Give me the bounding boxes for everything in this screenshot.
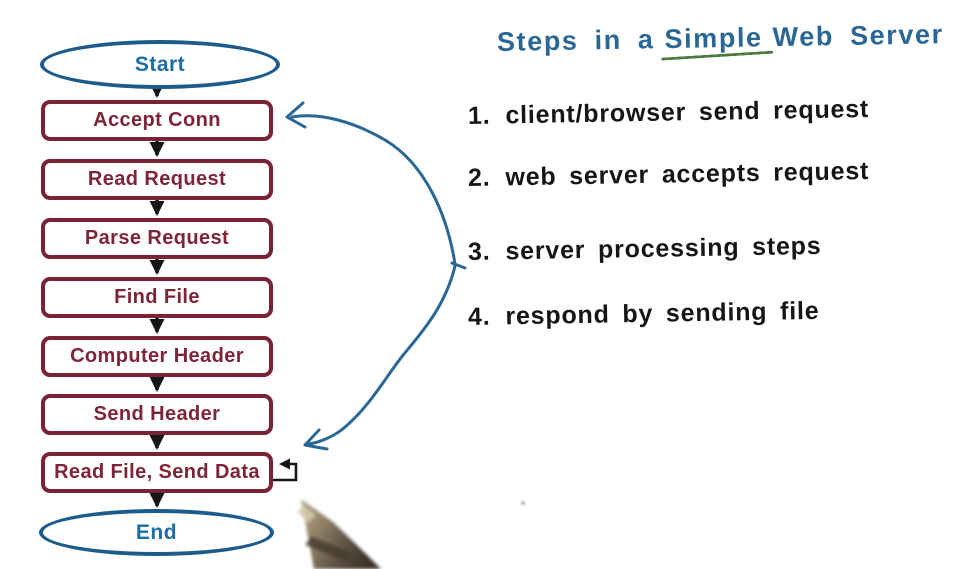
note-item-number: 1.	[467, 101, 491, 130]
annotation-arrow-upper	[290, 114, 457, 266]
flow-node-label: Read Request	[87, 168, 227, 190]
flow-node-find-file: Find File	[41, 277, 273, 318]
flow-node-accept-conn: Accept Conn	[41, 100, 273, 141]
note-item-text: respond by sending file	[505, 296, 820, 331]
notes-title-prefix: Steps in a	[496, 24, 655, 57]
flow-node-parse-request: Parse Request	[41, 218, 273, 259]
annotation-arrowhead-lower	[303, 428, 329, 451]
flow-node-label: Computer Header	[70, 345, 244, 367]
flow-node-read-request: Read Request	[41, 159, 273, 200]
camera-speck	[521, 501, 525, 505]
note-item-number: 3.	[467, 237, 491, 266]
stylus-pen-body	[301, 499, 381, 569]
flow-node-end-label: End	[135, 520, 178, 544]
annotation-arrowhead-upper	[285, 101, 307, 129]
flow-node-label: Parse Request	[84, 227, 230, 249]
notes-title-highlight-underlined: Simple	[664, 22, 763, 55]
stylus-pen	[298, 499, 381, 569]
flow-node-start: Start	[40, 40, 280, 89]
flow-node-label: Send Header	[93, 403, 221, 425]
annotation-brace	[285, 101, 467, 451]
flow-node-send-header: Send Header	[41, 394, 273, 435]
flow-node-end: End	[39, 509, 274, 556]
flow-node-start-label: Start	[134, 52, 186, 76]
note-item-3: 3. server processing steps	[468, 232, 822, 267]
annotation-brace-tip	[450, 261, 467, 270]
self-loop-arrow	[271, 458, 298, 482]
note-item-text: server processing steps	[505, 231, 822, 266]
flow-node-label: Accept Conn	[93, 109, 221, 131]
flow-node-label: Find File	[114, 286, 200, 308]
flow-node-computer-header: Computer Header	[41, 336, 273, 377]
stylus-pen-shadow-band	[305, 536, 352, 562]
stylus-pen-highlight	[298, 505, 316, 523]
note-item-number: 4.	[467, 302, 491, 331]
flow-node-read-file-send-data: Read File, Send Data	[41, 452, 273, 493]
note-item-number: 2.	[467, 163, 491, 192]
annotation-arrow-lower	[306, 264, 457, 446]
note-item-4: 4. respond by sending file	[468, 297, 820, 332]
notes-title-suffix: Web Server	[772, 19, 944, 53]
flow-node-label: Read File, Send Data	[54, 461, 260, 483]
